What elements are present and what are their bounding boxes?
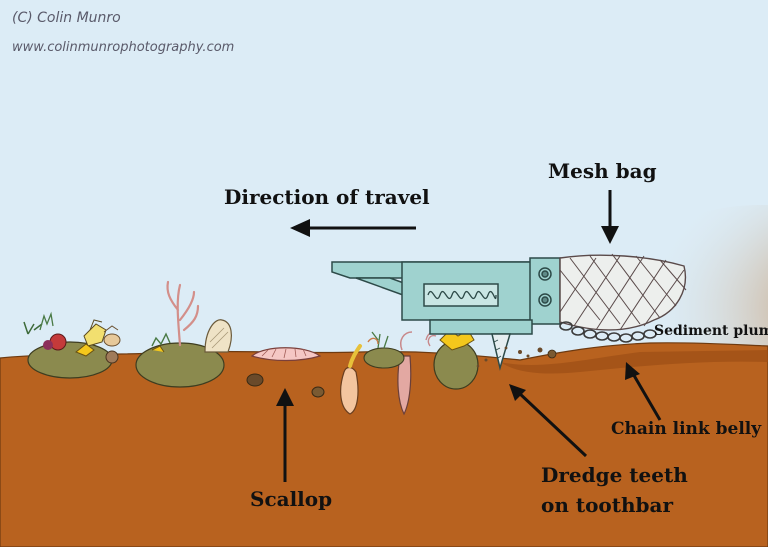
- dredge-teeth-label: Dredge teeth: [541, 463, 688, 487]
- copyright-credit: (C) Colin Munro: [12, 10, 121, 26]
- website-credit: www.colinmunrophotography.com: [12, 40, 235, 55]
- scallop-shell: [250, 347, 322, 362]
- scallop-label: Scallop: [250, 487, 333, 511]
- arrows: [276, 190, 662, 482]
- sediment-plume-label: Sediment plume: [654, 323, 768, 339]
- chain-link-arrow: [630, 371, 662, 421]
- pebble: [246, 373, 264, 387]
- mesh-bag-label: Mesh bag: [548, 159, 657, 183]
- dredge-teeth-arrow: [516, 390, 588, 458]
- rock-cluster-middle: [135, 280, 232, 388]
- pebble: [311, 386, 325, 398]
- mesh-bag: [559, 253, 687, 331]
- dredge-track: [500, 350, 768, 374]
- dredge: [331, 257, 561, 371]
- rock-cluster-left: [23, 311, 121, 379]
- burrowing-animals: [340, 331, 413, 416]
- direction-arrowhead: [290, 219, 310, 237]
- chain-link-belly-label: Chain link belly: [611, 419, 762, 439]
- sediment-debris: [476, 346, 557, 368]
- chain-link-belly: [559, 321, 657, 343]
- toothbar-label: on toothbar: [541, 493, 674, 517]
- direction-of-travel-label: Direction of travel: [224, 185, 430, 209]
